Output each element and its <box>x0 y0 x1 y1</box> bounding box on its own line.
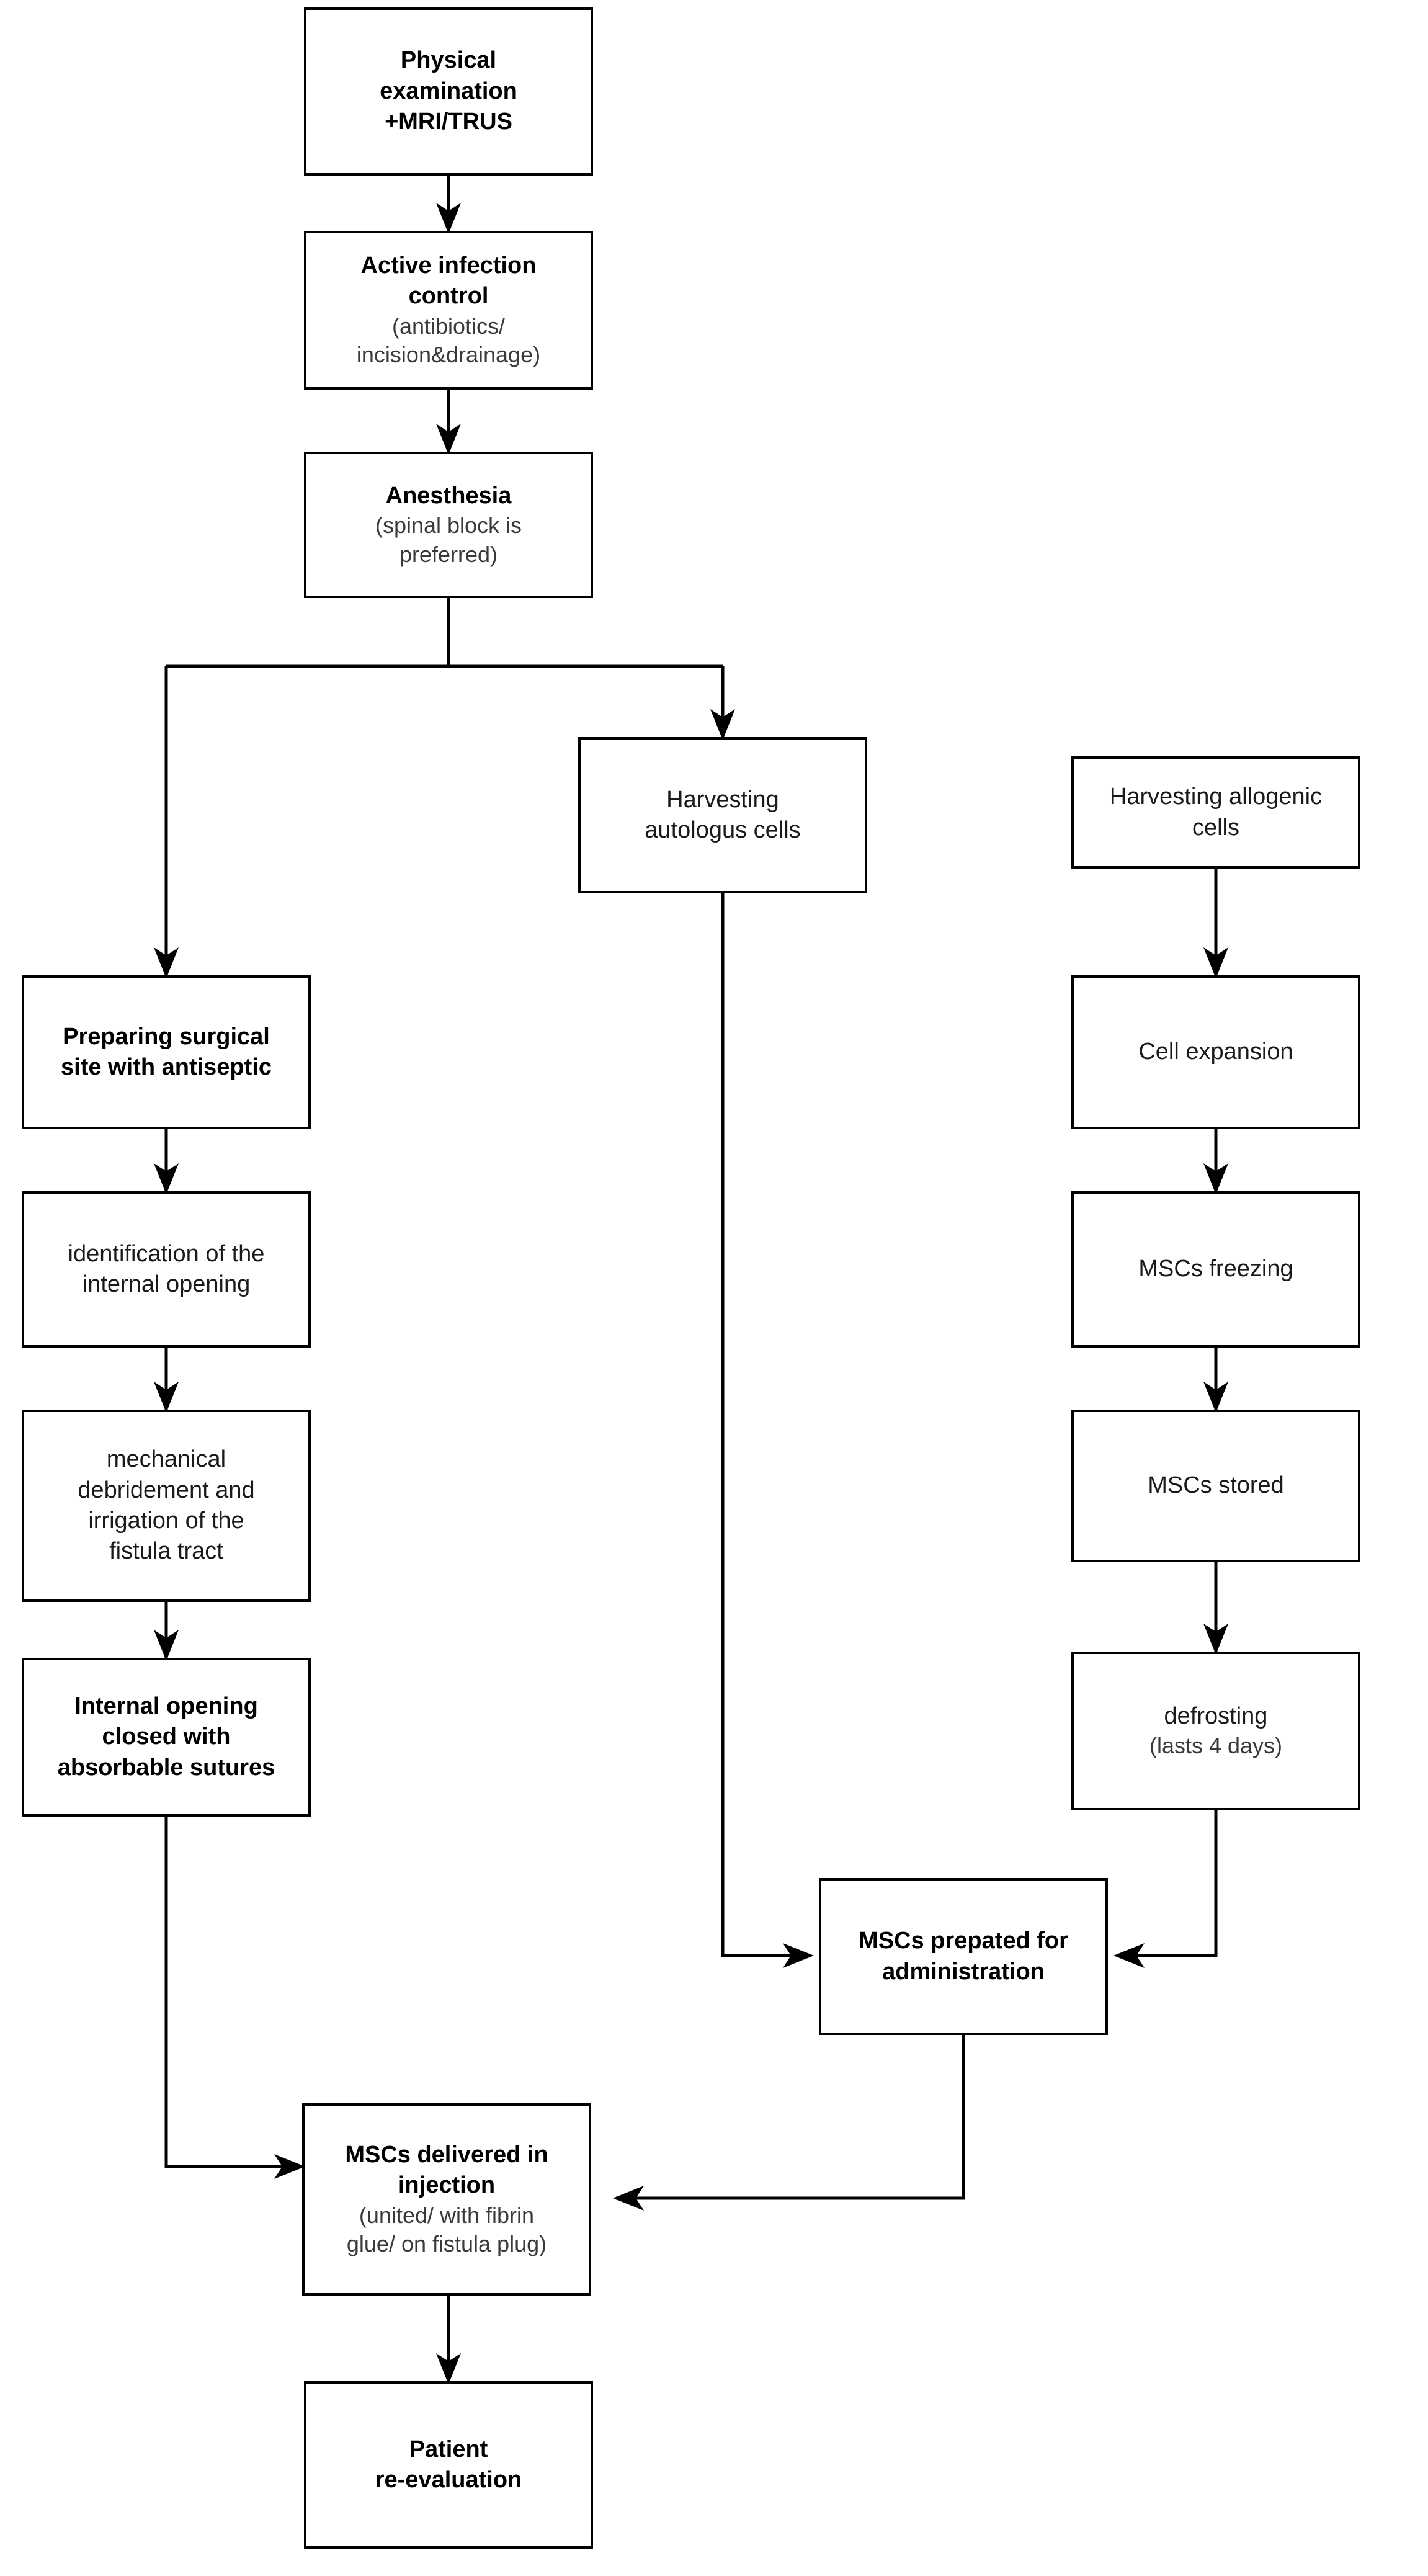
node-anesthesia[interactable]: Anesthesia (spinal block is preferred) <box>304 452 593 598</box>
node-mechanical-debridement-label: mechanical debridement and irrigation of… <box>78 1446 255 1565</box>
node-preparing-surgical-site-label: Preparing surgical site with antiseptic <box>61 1023 272 1080</box>
node-patient-reevaluation[interactable]: Patient re-evaluation <box>304 2381 593 2549</box>
node-mscs-stored[interactable]: MSCs stored <box>1071 1410 1360 1562</box>
edge-defrosting-to-mscs-prepared <box>1113 1810 1218 1968</box>
node-cell-expansion[interactable]: Cell expansion <box>1071 975 1360 1129</box>
edge-mscs-prepared-to-mscs-delivered <box>613 2035 965 2211</box>
node-active-infection-control-label: Active infection control <box>360 252 537 310</box>
node-mscs-freezing[interactable]: MSCs freezing <box>1071 1191 1360 1348</box>
node-defrosting-label: defrosting <box>1164 1702 1268 1729</box>
node-mscs-prepared-for-administration[interactable]: MSCs prepated for administration <box>819 1878 1108 2035</box>
node-harvesting-allogenic-cells[interactable]: Harvesting allogenic cells <box>1071 756 1360 869</box>
node-harvesting-allogenic-cells-label: Harvesting allogenic cells <box>1109 784 1323 841</box>
node-anesthesia-sublabel: (spinal block is preferred) <box>375 512 522 567</box>
node-physical-examination-label: Physical examination +MRI/TRUS <box>380 47 517 135</box>
node-mechanical-debridement[interactable]: mechanical debridement and irrigation of… <box>22 1410 311 1602</box>
node-mscs-freezing-label: MSCs freezing <box>1138 1256 1293 1282</box>
node-harvesting-autologus-cells-label: Harvesting autologus cells <box>645 786 801 843</box>
node-internal-opening-closed[interactable]: Internal opening closed with absorbable … <box>22 1658 311 1817</box>
node-harvesting-autologus-cells[interactable]: Harvesting autologus cells <box>578 737 867 893</box>
node-defrosting[interactable]: defrosting (lasts 4 days) <box>1071 1652 1360 1810</box>
node-mscs-delivered-in-injection[interactable]: MSCs delivered in injection (united/ wit… <box>302 2103 591 2296</box>
node-cell-expansion-label: Cell expansion <box>1138 1039 1293 1065</box>
node-active-infection-control[interactable]: Active infection control (antibiotics/ i… <box>304 231 593 390</box>
node-mscs-prepared-for-administration-label: MSCs prepated for administration <box>859 1928 1068 1985</box>
node-anesthesia-label: Anesthesia <box>385 482 512 509</box>
edge-close-opening-to-mscs-delivered <box>164 1817 305 2179</box>
node-internal-opening-closed-label: Internal opening closed with absorbable … <box>57 1693 275 1781</box>
node-mscs-delivered-in-injection-label: MSCs delivered in injection <box>345 2141 548 2199</box>
node-physical-examination[interactable]: Physical examination +MRI/TRUS <box>304 7 593 176</box>
node-identification-internal-opening-label: identification of the internal opening <box>68 1240 265 1297</box>
node-active-infection-control-sublabel: (antibiotics/ incision&drainage) <box>356 313 541 368</box>
node-identification-internal-opening[interactable]: identification of the internal opening <box>22 1191 311 1348</box>
node-preparing-surgical-site[interactable]: Preparing surgical site with antiseptic <box>22 975 311 1129</box>
node-patient-reevaluation-label: Patient re-evaluation <box>375 2436 522 2493</box>
node-mscs-stored-label: MSCs stored <box>1148 1472 1284 1499</box>
node-mscs-delivered-in-injection-sublabel: (united/ with fibrin glue/ on fistula pl… <box>346 2202 547 2257</box>
edge-harvest-autologus-to-mscs-prepared <box>721 893 814 1968</box>
node-defrosting-sublabel: (lasts 4 days) <box>1149 1733 1283 1759</box>
